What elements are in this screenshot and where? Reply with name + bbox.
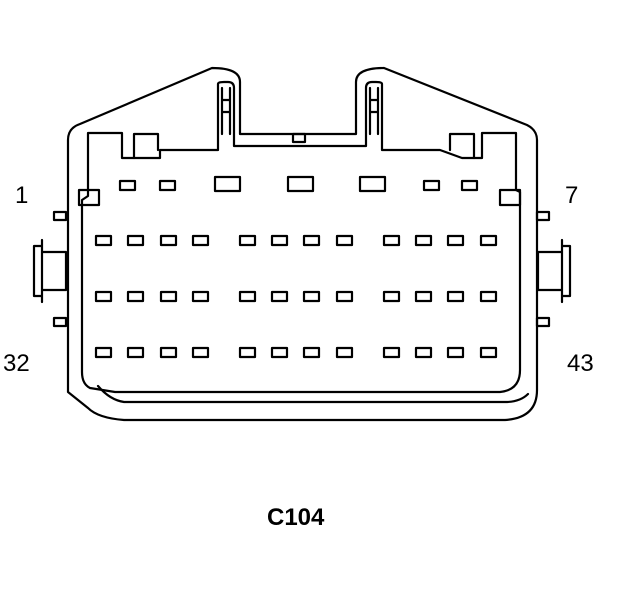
tab-top-right xyxy=(448,132,476,160)
pin-cavity-top-large xyxy=(358,175,387,193)
tab-top-left xyxy=(132,132,160,160)
pin-cavity xyxy=(335,234,354,247)
side-key-left-bottom xyxy=(52,316,68,328)
pin-cavity xyxy=(238,346,257,359)
pin-cavity xyxy=(446,290,465,303)
pin-cavity xyxy=(159,346,178,359)
connector-name: C104 xyxy=(267,504,325,531)
connector-housing-inner xyxy=(80,80,522,394)
side-key-left-top xyxy=(52,210,68,222)
pin-cavity xyxy=(238,290,257,303)
pin-label-43: 43 xyxy=(567,350,594,377)
bottom-rail xyxy=(96,384,530,404)
pin-cavity-top-small xyxy=(460,179,479,192)
pin-7-socket xyxy=(498,188,522,207)
pin-cavities xyxy=(94,175,498,359)
pin-cavity-top-large xyxy=(213,175,242,193)
pin-cavity xyxy=(414,346,433,359)
side-clip-left xyxy=(32,238,68,304)
pin-cavity xyxy=(126,290,145,303)
pin-label-32: 32 xyxy=(3,350,30,377)
latch-post-right xyxy=(368,86,380,136)
pin-cavity-top-large xyxy=(286,175,315,193)
side-key-right-bottom xyxy=(535,316,551,328)
pin-label-1: 1 xyxy=(15,182,29,209)
pin-cavity xyxy=(126,234,145,247)
pin-cavity xyxy=(159,290,178,303)
pin-cavity-top-small xyxy=(158,179,177,192)
pin-cavity xyxy=(414,290,433,303)
pin-cavity-top-small xyxy=(118,179,137,192)
pin-cavity xyxy=(302,346,321,359)
pin-cavity xyxy=(302,290,321,303)
pin-cavity xyxy=(126,346,145,359)
pin-cavity xyxy=(335,290,354,303)
center-key xyxy=(291,132,307,144)
pin-cavity xyxy=(446,234,465,247)
pin-cavity xyxy=(335,346,354,359)
pin-cavity-top-small xyxy=(422,179,441,192)
pin-cavity xyxy=(238,234,257,247)
pin-1-socket xyxy=(77,188,101,207)
pin-cavity xyxy=(270,290,289,303)
pin-cavity xyxy=(94,290,113,303)
side-clip-right xyxy=(536,238,572,304)
pin-cavity xyxy=(94,346,113,359)
pin-cavity xyxy=(479,346,498,359)
pin-cavity xyxy=(94,234,113,247)
pin-cavity xyxy=(414,234,433,247)
pin-cavity xyxy=(270,234,289,247)
pin-cavity xyxy=(382,234,401,247)
pin-cavity xyxy=(159,234,178,247)
pin-cavity xyxy=(446,346,465,359)
pin-cavity xyxy=(479,290,498,303)
pin-cavity xyxy=(191,234,210,247)
latch-post-left xyxy=(220,86,232,136)
pin-cavity xyxy=(382,346,401,359)
pin-cavity xyxy=(382,290,401,303)
pin-cavity xyxy=(191,290,210,303)
pin-label-7: 7 xyxy=(565,182,579,209)
side-key-right-top xyxy=(535,210,551,222)
pin-cavity xyxy=(270,346,289,359)
pin-cavity xyxy=(479,234,498,247)
pin-cavity xyxy=(302,234,321,247)
pin-cavity xyxy=(191,346,210,359)
